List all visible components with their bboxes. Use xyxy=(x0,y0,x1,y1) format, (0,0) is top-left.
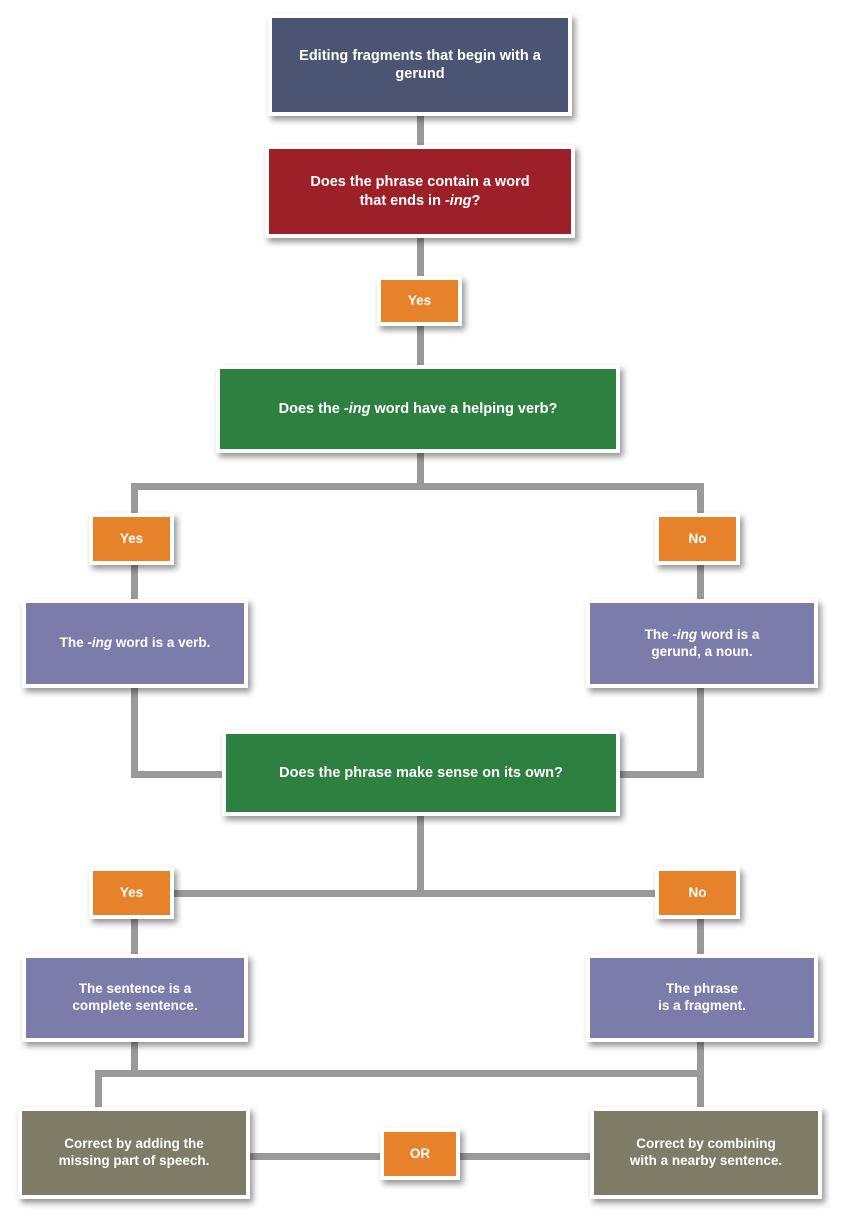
connector-or-to-fix-combine xyxy=(456,1153,592,1160)
node-yes-ends-in-ing-label: Yes xyxy=(381,280,458,322)
helping-verb-emphasis: -ing xyxy=(343,400,371,417)
ing-is-gerund-line2: gerund, a noun. xyxy=(651,643,753,659)
correct-by-adding-line1: Correct by adding the xyxy=(64,1136,204,1152)
node-correct-by-adding-label: Correct by adding the missing part of sp… xyxy=(22,1111,246,1195)
is-fragment-line2: is a fragment. xyxy=(658,998,746,1013)
is-fragment-line1: The phrase xyxy=(665,981,739,997)
node-ing-is-verb[interactable]: The -ing word is a verb. xyxy=(22,599,248,688)
node-no-make-sense-label: No xyxy=(659,871,736,915)
ing-is-verb-post: word is a verb. xyxy=(112,635,211,651)
node-or-connector[interactable]: OR xyxy=(380,1128,460,1180)
connector-no-right-to-gerund xyxy=(697,560,704,606)
node-complete-sentence[interactable]: The sentence is a complete sentence. xyxy=(22,954,248,1042)
helping-verb-pre: Does the xyxy=(278,400,344,417)
connector-gerund-left-into-sense xyxy=(610,771,704,778)
node-correct-by-combining-label: Correct by combining with a nearby sente… xyxy=(594,1111,818,1195)
ing-is-verb-emphasis: -ing xyxy=(87,635,113,651)
node-start-label: Editing fragments that begin with a geru… xyxy=(272,18,568,112)
node-correct-by-combining[interactable]: Correct by combining with a nearby sente… xyxy=(590,1107,822,1199)
correct-by-adding-line2: missing part of speech. xyxy=(58,1153,210,1168)
connector-fix-add-to-or xyxy=(248,1153,384,1160)
connector-helping-verb-split-bar xyxy=(131,483,704,490)
connector-question-ing-to-yes xyxy=(417,228,424,283)
node-question-ends-in-ing[interactable]: Does the phrase contain a word that ends… xyxy=(265,145,575,238)
correct-by-combining-line1: Correct by combining xyxy=(636,1136,776,1152)
ing-is-gerund-emphasis: -ing xyxy=(672,626,698,642)
node-complete-sentence-label: The sentence is a complete sentence. xyxy=(26,958,244,1038)
node-start[interactable]: Editing fragments that begin with a geru… xyxy=(268,14,572,116)
question-ing-line1: Does the phrase contain a word xyxy=(310,174,530,191)
ing-is-gerund-post: word is a xyxy=(697,626,760,642)
node-yes-make-sense-label: Yes xyxy=(93,871,170,915)
complete-sentence-line1: The sentence is a xyxy=(78,981,192,997)
connector-complete-down xyxy=(131,1038,138,1074)
node-ing-is-verb-label: The -ing word is a verb. xyxy=(26,603,244,684)
node-question-make-sense[interactable]: Does the phrase make sense on its own? xyxy=(222,730,620,816)
node-no-helping-verb-label: No xyxy=(659,517,736,561)
connector-actions-merge-bar xyxy=(95,1070,704,1077)
connector-yes-to-helping-verb xyxy=(417,318,424,368)
node-question-helping-verb-label: Does the -ing word have a helping verb? xyxy=(220,369,616,449)
connector-helping-verb-stem xyxy=(417,448,424,490)
connector-split-to-yes-left xyxy=(131,483,138,519)
node-ing-is-gerund[interactable]: The -ing word is a gerund, a noun. xyxy=(586,599,818,688)
connector-merge-to-fix-combine xyxy=(697,1070,704,1112)
node-yes-make-sense[interactable]: Yes xyxy=(89,867,174,919)
connector-yes-left-to-verb xyxy=(131,560,138,606)
ing-is-verb-pre: The xyxy=(59,635,88,651)
node-no-helping-verb[interactable]: No xyxy=(655,513,740,565)
connector-verb-down xyxy=(131,686,138,778)
connector-fragment-down xyxy=(697,1038,704,1074)
connector-verb-right-into-sense xyxy=(131,771,231,778)
connector-yes-bottom-to-complete xyxy=(131,914,138,960)
node-yes-ends-in-ing[interactable]: Yes xyxy=(377,276,462,326)
connector-sense-stem xyxy=(417,814,424,892)
connector-gerund-down xyxy=(697,686,704,778)
helping-verb-post: word have a helping verb? xyxy=(370,400,558,417)
node-correct-by-adding[interactable]: Correct by adding the missing part of sp… xyxy=(18,1107,250,1199)
node-no-make-sense[interactable]: No xyxy=(655,867,740,919)
node-yes-helping-verb-label: Yes xyxy=(93,517,170,561)
node-ing-is-gerund-label: The -ing word is a gerund, a noun. xyxy=(590,603,814,684)
question-ing-line2-post: ? xyxy=(471,192,481,209)
connector-merge-to-fix-add xyxy=(95,1070,102,1112)
connector-sense-split-bar xyxy=(131,890,704,897)
node-question-ends-in-ing-label: Does the phrase contain a word that ends… xyxy=(269,149,571,234)
correct-by-combining-line2: with a nearby sentence. xyxy=(629,1153,783,1168)
ing-is-gerund-pre: The xyxy=(644,626,673,642)
node-question-helping-verb[interactable]: Does the -ing word have a helping verb? xyxy=(216,365,620,453)
connector-split-to-no-right xyxy=(697,483,704,519)
complete-sentence-line2: complete sentence. xyxy=(72,998,198,1013)
node-question-make-sense-label: Does the phrase make sense on its own? xyxy=(226,734,616,812)
node-or-connector-label: OR xyxy=(384,1132,456,1176)
connector-no-bottom-to-fragment xyxy=(697,914,704,960)
connector-start-to-question-ing xyxy=(417,112,424,152)
node-yes-helping-verb[interactable]: Yes xyxy=(89,513,174,565)
question-ing-line2-pre: that ends in xyxy=(359,192,445,209)
node-is-fragment[interactable]: The phrase is a fragment. xyxy=(586,954,818,1042)
question-ing-line2-emphasis: -ing xyxy=(444,192,472,209)
node-is-fragment-label: The phrase is a fragment. xyxy=(590,958,814,1038)
